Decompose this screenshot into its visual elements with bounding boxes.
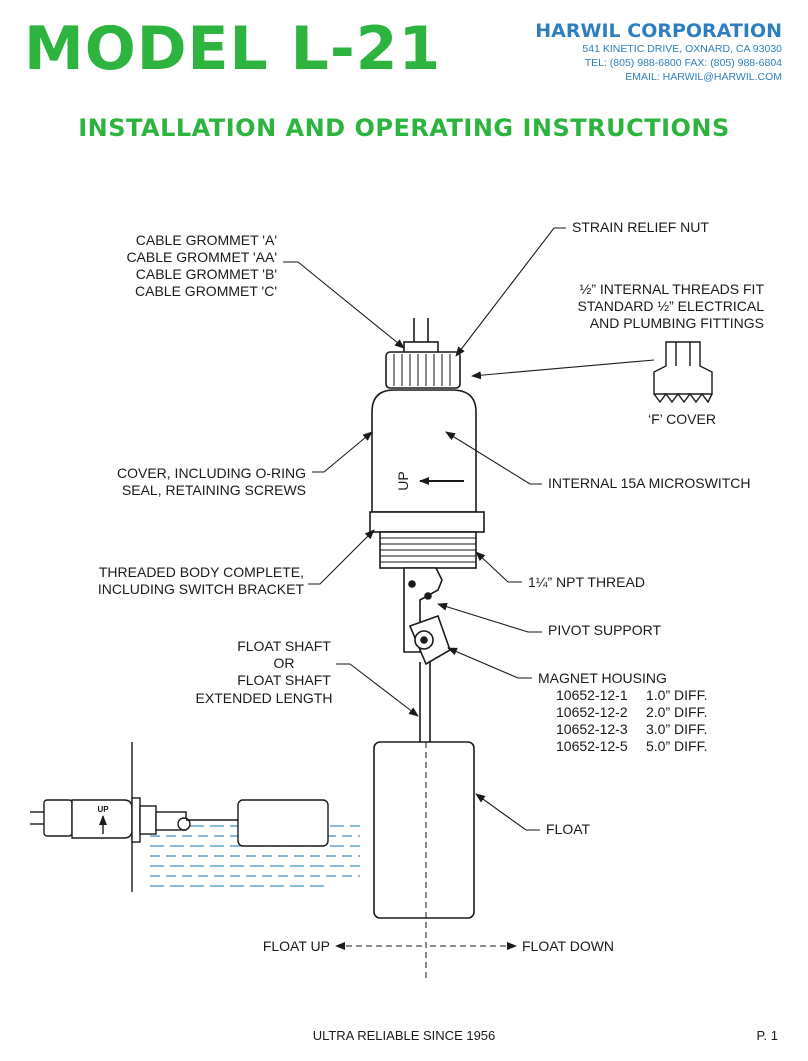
leader-internal-threads (471, 359, 655, 380)
internal-threads-line: STANDARD ½” ELECTRICAL (578, 298, 765, 314)
leader-float-shaft (336, 663, 419, 717)
threaded-body-line: INCLUDING SWITCH BRACKET (98, 581, 305, 597)
internal-threads-line: AND PLUMBING FITTINGS (590, 315, 764, 331)
leader-strain-relief (455, 227, 566, 357)
internal-threads-line: ½” INTERNAL THREADS FIT (580, 281, 765, 297)
grommet-label-line: CABLE GROMMET 'C' (135, 283, 277, 299)
cover-label: COVER, INCLUDING O-RING SEAL, RETAINING … (117, 465, 306, 498)
nut-knurling (393, 354, 451, 386)
magnet-part-number: 10652-12-5 (556, 738, 628, 754)
magnet-part-diff: 1.0” DIFF. (646, 687, 707, 703)
f-cover-label: ‘F’ COVER (648, 411, 716, 427)
float-shaft-line: OR (274, 655, 295, 671)
grommet-label-line: CABLE GROMMET 'AA' (126, 249, 277, 265)
strain-relief-nut (385, 351, 461, 389)
strain-relief-label: STRAIN RELIEF NUT (572, 219, 709, 235)
pivot-support-label: PIVOT SUPPORT (548, 622, 662, 638)
company-phone: TEL: (805) 988-6800 FAX: (805) 988-6804 (584, 57, 782, 69)
page-number: P. 1 (756, 1028, 778, 1043)
magnet-part-diff: 3.0” DIFF. (646, 721, 707, 737)
threaded-body-label: THREADED BODY COMPLETE, INCLUDING SWITCH… (98, 564, 305, 597)
grommet-label-line: CABLE GROMMET 'A' (136, 232, 277, 248)
magnet-part-number: 10652-12-1 (556, 687, 628, 703)
side-float (237, 799, 329, 847)
float-shaft-line: EXTENDED LENGTH (196, 690, 333, 706)
page-subtitle: INSTALLATION AND OPERATING INSTRUCTIONS (78, 114, 730, 142)
side-pivot (177, 817, 191, 831)
magnet-part-diff: 5.0” DIFF. (646, 738, 707, 754)
pivot-pin (420, 636, 428, 644)
leader-npt-thread (475, 551, 522, 583)
float-up-label: FLOAT UP (263, 938, 330, 954)
leader-threaded-body (308, 529, 375, 585)
npt-thread-label: 1¼” NPT THREAD (528, 574, 645, 590)
threaded-body-line: THREADED BODY COMPLETE, (99, 564, 304, 580)
company-name: HARWIL CORPORATION (535, 20, 782, 42)
side-flange (131, 797, 141, 843)
side-strain-nut (43, 799, 73, 837)
bracket-pin-1 (408, 580, 416, 588)
magnet-housing-label: MAGNET HOUSING (538, 670, 667, 686)
float-body (373, 741, 475, 919)
cover-label-line: COVER, INCLUDING O-RING (117, 465, 306, 481)
bracket-pin-2 (424, 592, 432, 600)
up-mark: UP (395, 471, 411, 490)
magnet-part-number: 10652-12-3 (556, 721, 628, 737)
cover-label-line: SEAL, RETAINING SCREWS (122, 482, 306, 498)
side-up-mark: UP (97, 805, 109, 814)
grommet-label-line: CABLE GROMMET 'B' (136, 266, 277, 282)
company-block: HARWIL CORPORATION 541 KINETIC DRIVE, OX… (535, 20, 782, 84)
company-email: EMAIL: HARWIL@HARWIL.COM (625, 71, 782, 83)
thread-lines (380, 537, 476, 563)
leader-cover (312, 431, 373, 473)
magnet-parts-list: 10652-12-1 1.0” DIFF. 10652-12-2 2.0” DI… (556, 687, 707, 754)
magnet-part-number: 10652-12-2 (556, 704, 628, 720)
magnet-part-diff: 2.0” DIFF. (646, 704, 707, 720)
company-address: 541 KINETIC DRIVE, OXNARD, CA 93030 (582, 43, 782, 55)
grommet-label: CABLE GROMMET 'A' CABLE GROMMET 'AA' CAB… (126, 232, 277, 299)
body-flange (369, 511, 485, 533)
leader-grommet (283, 261, 405, 349)
float-shaft-line: FLOAT SHAFT (237, 638, 331, 654)
float-down-label: FLOAT DOWN (522, 938, 614, 954)
float-label: FLOAT (546, 821, 591, 837)
main-switch-drawing (369, 318, 485, 919)
side-thread (139, 805, 157, 835)
microswitch-label: INTERNAL 15A MICROSWITCH (548, 475, 751, 491)
internal-threads-label: ½” INTERNAL THREADS FIT STANDARD ½” ELEC… (578, 281, 765, 331)
leader-lines (283, 227, 655, 950)
switch-cover (371, 389, 477, 513)
leader-float (475, 793, 540, 831)
float-shaft-line: FLOAT SHAFT (237, 672, 331, 688)
f-cover-drawing (653, 341, 713, 404)
leader-magnet-housing (447, 647, 532, 679)
footer-tagline: ULTRA RELIABLE SINCE 1956 (312, 1028, 496, 1043)
leader-pivot-support (437, 602, 542, 633)
model-title: MODEL L-21 (24, 14, 442, 84)
side-view-drawing: UP (30, 742, 360, 892)
float-shaft-label: FLOAT SHAFT OR FLOAT SHAFT EXTENDED LENG… (196, 638, 333, 706)
leader-microswitch (445, 431, 542, 485)
